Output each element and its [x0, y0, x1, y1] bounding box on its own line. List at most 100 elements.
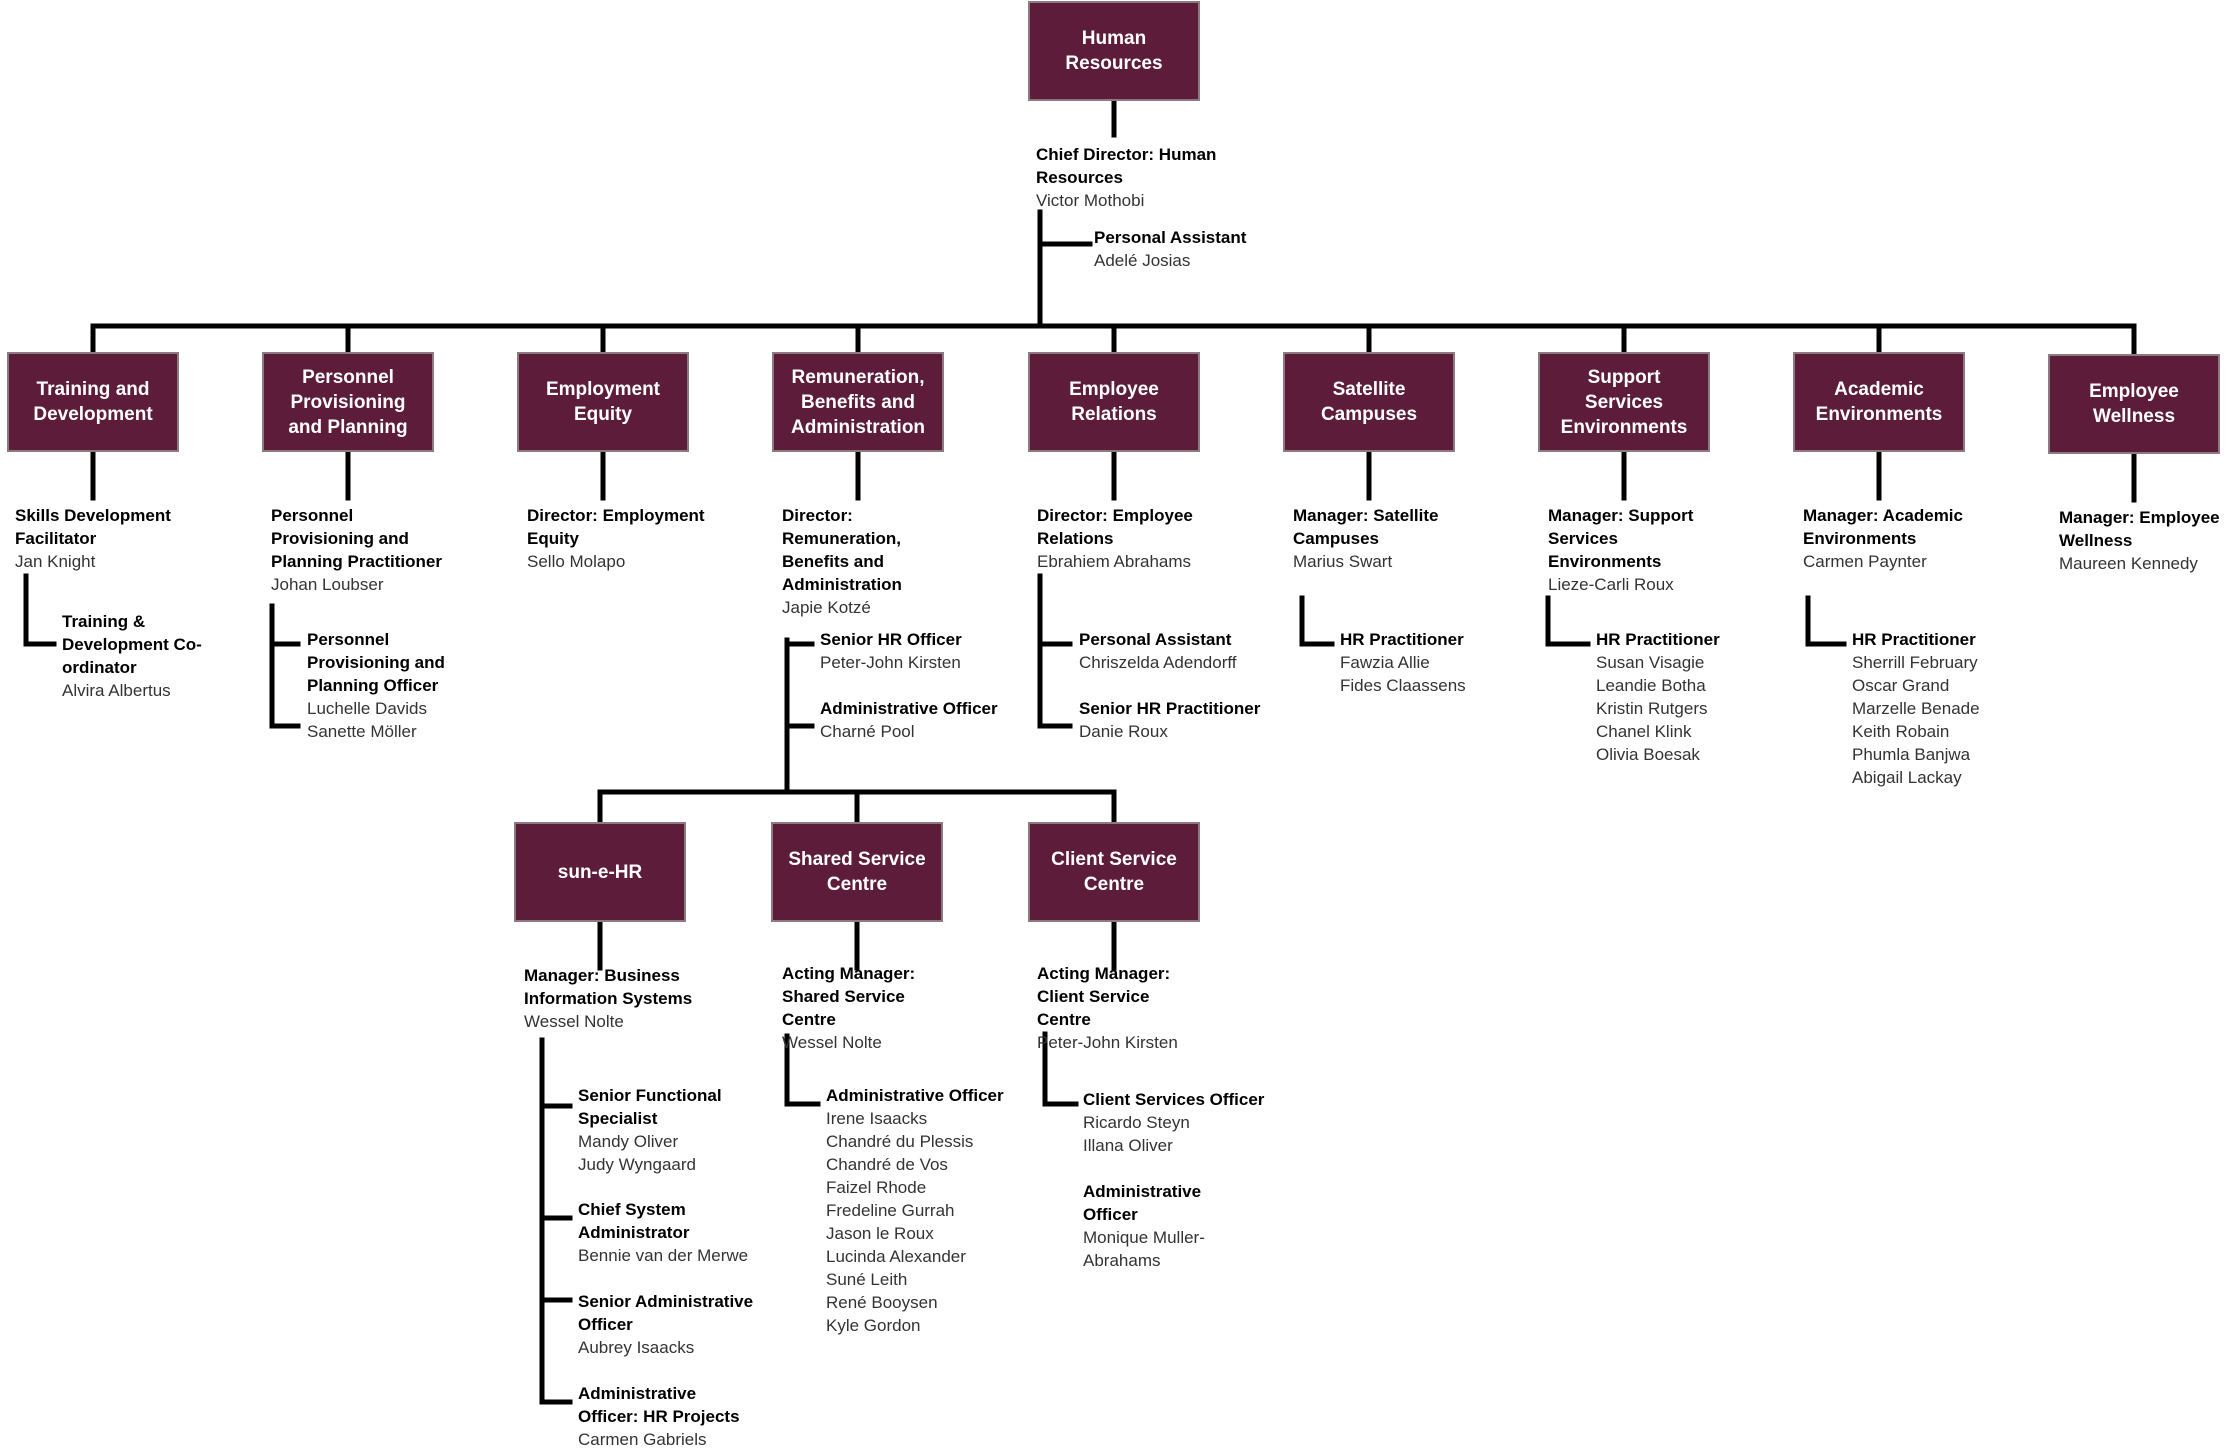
person-name: Phumla Banjwa — [1852, 745, 1971, 764]
position-senior-hr-practitioner: Senior HR Practitioner Danie Roux — [1079, 697, 1279, 743]
position-title: Personal Assistant — [1079, 630, 1232, 649]
person-name: Peter-John Kirsten — [820, 653, 961, 672]
position-title: HR Practitioner — [1852, 630, 1976, 649]
position-title: Manager: Employee Wellness — [2059, 508, 2220, 550]
position-senior-hr-officer: Senior HR Officer Peter-John Kirsten — [820, 628, 1020, 674]
position-chief-system-administrator: Chief System Administrator Bennie van de… — [578, 1198, 778, 1267]
unit-box-sun-e-hr: sun-e-HR — [514, 822, 686, 922]
person-name: Suné Leith — [826, 1270, 908, 1289]
position-title: Senior HR Officer — [820, 630, 962, 649]
position-title: Chief Director: Human Resources — [1036, 145, 1217, 187]
position-manager-satellite-campuses: Manager: Satellite Campuses Marius Swart — [1293, 504, 1463, 573]
position-training-development-coordinator: Training & Development Co-ordinator Alvi… — [62, 610, 222, 702]
position-title: Acting Manager: Client Service Centre — [1037, 964, 1171, 1029]
position-title: Skills Development Facilitator — [15, 506, 171, 548]
position-title: Training & Development Co-ordinator — [62, 612, 202, 677]
person-name: Carmen Paynter — [1803, 552, 1927, 571]
person-name: Marius Swart — [1293, 552, 1393, 571]
person-name: Sanette Möller — [307, 722, 417, 741]
person-name: Kristin Rutgers — [1596, 699, 1708, 718]
person-name: Lucinda Alexander — [826, 1247, 966, 1266]
person-name: Victor Mothobi — [1036, 191, 1145, 210]
person-name: Faizel Rhode — [826, 1178, 927, 1197]
position-title: Personnel Provisioning and Planning Prac… — [271, 506, 442, 571]
position-title: Director: Employee Relations — [1037, 506, 1193, 548]
unit-box-shared-service-centre: Shared Service Centre — [771, 822, 943, 922]
person-name: Peter-John Kirsten — [1037, 1033, 1178, 1052]
position-hr-practitioner-satellite: HR Practitioner Fawzia Allie Fides Claas… — [1340, 628, 1500, 697]
position-title: Administrative Officer — [1083, 1182, 1202, 1224]
person-name: Kyle Gordon — [826, 1316, 921, 1335]
person-name: Danie Roux — [1079, 722, 1168, 741]
unit-box-academic-environments: Academic Environments — [1793, 352, 1965, 452]
unit-box-employee-relations: Employee Relations — [1028, 352, 1200, 452]
person-name: Chandré du Plessis — [826, 1132, 974, 1151]
position-title: Senior HR Practitioner — [1079, 699, 1261, 718]
position-title: Chief System Administrator — [578, 1200, 690, 1242]
person-name: Leandie Botha — [1596, 676, 1706, 695]
position-administrative-officer-ssc: Administrative Officer Irene Isaacks Cha… — [826, 1084, 1026, 1337]
person-name: Jan Knight — [15, 552, 96, 571]
position-administrative-officer-remuneration: Administrative Officer Charné Pool — [820, 697, 1040, 743]
position-pp-practitioner: Personnel Provisioning and Planning Prac… — [271, 504, 451, 596]
position-title: Acting Manager: Shared Service Centre — [782, 964, 916, 1029]
unit-box-training-and-development: Training and Development — [7, 352, 179, 452]
person-name: Chriszelda Adendorff — [1079, 653, 1237, 672]
position-title: Personnel Provisioning and Planning Offi… — [307, 630, 445, 695]
position-manager-business-information-systems: Manager: Business Information Systems We… — [524, 964, 714, 1033]
position-pp-officer: Personnel Provisioning and Planning Offi… — [307, 628, 457, 743]
position-title: HR Practitioner — [1596, 630, 1720, 649]
person-name: Fredeline Gurrah — [826, 1201, 955, 1220]
position-title: Manager: Support Services Environments — [1548, 506, 1694, 571]
position-er-personal-assistant: Personal Assistant Chriszelda Adendorff — [1079, 628, 1279, 674]
position-director-employee-relations: Director: Employee Relations Ebrahiem Ab… — [1037, 504, 1227, 573]
position-title: Administrative Officer — [820, 699, 998, 718]
person-name: Chandré de Vos — [826, 1155, 948, 1174]
person-name: Susan Visagie — [1596, 653, 1705, 672]
position-title: Director: Remuneration, Benefits and Adm… — [782, 506, 902, 594]
position-manager-support-services: Manager: Support Services Environments L… — [1548, 504, 1708, 596]
position-manager-academic: Manager: Academic Environments Carmen Pa… — [1803, 504, 1973, 573]
person-name: Irene Isaacks — [826, 1109, 928, 1128]
person-name: Wessel Nolte — [524, 1012, 624, 1031]
unit-box-satellite-campuses: Satellite Campuses — [1283, 352, 1455, 452]
person-name: Oscar Grand — [1852, 676, 1950, 695]
person-name: Ebrahiem Abrahams — [1037, 552, 1192, 571]
unit-box-remuneration-benefits-administration: Remuneration, Benefits and Administratio… — [772, 352, 944, 452]
person-name: Maureen Kennedy — [2059, 554, 2198, 573]
person-name: Chanel Klink — [1596, 722, 1692, 741]
position-title: Client Services Officer — [1083, 1090, 1265, 1109]
position-title: Manager: Satellite Campuses — [1293, 506, 1439, 548]
position-hr-practitioner-academic: HR Practitioner Sherrill February Oscar … — [1852, 628, 2022, 789]
position-skills-development-facilitator: Skills Development Facilitator Jan Knigh… — [15, 504, 175, 573]
person-name: Keith Robain — [1852, 722, 1950, 741]
unit-box-personnel-provisioning-and-planning: Personnel Provisioning and Planning — [262, 352, 434, 452]
person-name: Alvira Albertus — [62, 681, 171, 700]
position-title: Personal Assistant — [1094, 228, 1247, 247]
person-name: Luchelle Davids — [307, 699, 428, 718]
unit-box-client-service-centre: Client Service Centre — [1028, 822, 1200, 922]
person-name: Bennie van der Merwe — [578, 1246, 749, 1265]
person-name: Charné Pool — [820, 722, 915, 741]
person-name: Abigail Lackay — [1852, 768, 1962, 787]
position-senior-administrative-officer: Senior Administrative Officer Aubrey Isa… — [578, 1290, 768, 1359]
person-name: Jason le Roux — [826, 1224, 934, 1243]
person-name: Mandy Oliver — [578, 1132, 679, 1151]
person-name: René Booysen — [826, 1293, 938, 1312]
position-acting-manager-ssc: Acting Manager: Shared Service Centre We… — [782, 962, 942, 1054]
position-manager-employee-wellness: Manager: Employee Wellness Maureen Kenne… — [2059, 506, 2227, 575]
position-client-services-officer: Client Services Officer Ricardo Steyn Il… — [1083, 1088, 1283, 1157]
person-name: Olivia Boesak — [1596, 745, 1700, 764]
person-name: Aubrey Isaacks — [578, 1338, 695, 1357]
position-title: Manager: Academic Environments — [1803, 506, 1963, 548]
person-name: Fawzia Allie — [1340, 653, 1430, 672]
position-title: Senior Functional Specialist — [578, 1086, 722, 1128]
position-chief-director-hr: Chief Director: Human Resources Victor M… — [1036, 143, 1236, 212]
person-name: Adelé Josias — [1094, 251, 1191, 270]
unit-box-support-services-environments: Support Services Environments — [1538, 352, 1710, 452]
position-hr-personal-assistant: Personal Assistant Adelé Josias — [1094, 226, 1294, 272]
person-name: Japie Kotzé — [782, 598, 871, 617]
position-acting-manager-csc: Acting Manager: Client Service Centre Pe… — [1037, 962, 1197, 1054]
unit-box-human-resources: Human Resources — [1028, 1, 1200, 101]
